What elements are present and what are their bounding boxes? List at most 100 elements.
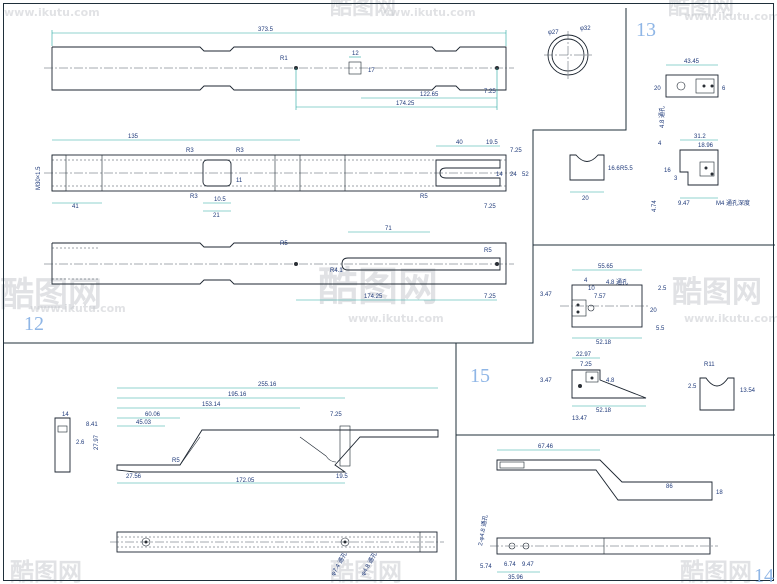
dim-label: 4.8 xyxy=(606,378,615,384)
dim-label: φ32 xyxy=(580,26,591,32)
dim-label: 16.6 xyxy=(608,166,620,172)
dim-label: 21 xyxy=(213,213,220,219)
dim-label: 2.6 xyxy=(76,440,85,446)
dim-label: 18 xyxy=(716,490,723,496)
dim-label: 86 xyxy=(666,484,673,490)
panel-number-15: 15 xyxy=(470,365,490,387)
dim-label: 6 xyxy=(722,86,726,92)
dim-label: 10.5 xyxy=(214,197,226,203)
dim-label: 172.05 xyxy=(236,478,255,484)
panel-borders xyxy=(3,3,775,581)
dim-label: R3 xyxy=(186,148,194,154)
dim-label: 19.5 xyxy=(486,140,498,146)
watermark-url: www.ikutu.com xyxy=(4,6,100,19)
block-13-views: 43.45 20 6 4.8 通孔 31.2 18.96 4 16 3 9.47… xyxy=(652,59,750,212)
dim-label: 4.8 通孔 xyxy=(606,278,628,286)
dim-label: 41 xyxy=(72,204,79,210)
dim-label: 5.74 xyxy=(480,564,492,570)
dim-label: 7.25 xyxy=(484,89,496,95)
dim-label: 18.96 xyxy=(698,143,714,149)
dim-label: 373.5 xyxy=(258,27,274,33)
dim-label: 43.45 xyxy=(684,59,700,65)
dim-label: 55.65 xyxy=(598,264,614,270)
ring-view: φ27 φ32 xyxy=(544,26,592,79)
dim-label: 16 xyxy=(664,168,671,174)
dim-label: 9.47 xyxy=(522,562,534,568)
dim-label: 5.5 xyxy=(656,326,665,332)
dim-label: R5 xyxy=(280,241,288,247)
watermark-url: www.ikutu.com xyxy=(30,302,126,315)
watermark-brand: 酷图网 xyxy=(668,0,734,20)
bottom-tube-view: 71 R5 R5 R4.1 174.25 7.25 xyxy=(44,226,514,301)
watermark-url: www.ikutu.com xyxy=(380,6,476,19)
dim-label: R3 xyxy=(190,194,198,200)
watermark-brand: 酷图网 xyxy=(10,558,82,584)
panel-number-13: 13 xyxy=(636,19,656,41)
dim-label: R5 xyxy=(420,194,428,200)
dim-label: 3 xyxy=(674,176,678,182)
panel-number-14: 14 xyxy=(754,565,774,584)
dim-label: 6.74 xyxy=(504,562,516,568)
part-15a-views: 55.65 4 10 7.57 3.47 4.8 通孔 52.18 20 2.5… xyxy=(540,264,667,346)
watermark-url: www.ikutu.com xyxy=(684,312,777,325)
dim-label: 135 xyxy=(128,134,139,140)
watermark-brand: 酷图网 xyxy=(672,275,762,310)
dim-label: R5 xyxy=(484,248,492,254)
dim-label: 2.5 xyxy=(658,286,667,292)
dim-label: 67.46 xyxy=(538,444,554,450)
dim-label: 174.25 xyxy=(364,294,383,300)
dim-label: 2-φ4.8 通孔 xyxy=(476,514,489,546)
dim-label: 174.25 xyxy=(396,101,415,107)
dim-label: 4.74 xyxy=(652,200,658,212)
dim-label: 27.97 xyxy=(94,434,100,450)
dim-label: 20 xyxy=(654,86,661,92)
watermark-brand: 酷图网 xyxy=(680,558,752,584)
side-tube-view: 135 M30×1.5 41 R3 R3 10.5 21 11 40 19.5 … xyxy=(36,134,529,219)
dim-label: 7.57 xyxy=(594,294,606,300)
dim-label: 13.54 xyxy=(740,388,756,394)
arm-views: 255.16 195.16 153.14 60.06 45.03 7.25 14… xyxy=(54,382,439,484)
watermark-url: www.ikutu.com xyxy=(684,10,777,23)
dim-label: 27.56 xyxy=(126,474,142,480)
dim-label: 3.47 xyxy=(540,378,552,384)
dim-label: 3.47 xyxy=(540,292,552,298)
dim-label: 14 xyxy=(62,412,69,418)
dim-label: 14 xyxy=(496,172,503,178)
dim-label: 60.06 xyxy=(145,412,161,418)
dim-label: 4.8 通孔 xyxy=(658,106,666,128)
top-tube-view: 373.5 12 17 174.25 122.65 7.25 R1 xyxy=(44,27,514,110)
dim-label: 52 xyxy=(522,172,529,178)
dim-label: 11 xyxy=(236,178,243,184)
dim-label: 195.16 xyxy=(228,392,247,398)
dim-label: 52.18 xyxy=(596,408,612,414)
dim-label: 40 xyxy=(456,140,463,146)
dim-label: 7.25 xyxy=(580,362,592,368)
dim-label: 9.47 xyxy=(678,201,690,207)
dim-label: 153.14 xyxy=(202,402,221,408)
saddle-view: 20 16.6 R5.5 xyxy=(569,154,633,202)
dim-label: 8.41 xyxy=(86,422,98,428)
part-15b-views: 22.97 7.25 4.8 3.47 52.18 13.47 R11 2.5 … xyxy=(540,352,756,422)
dim-label: 19.5 xyxy=(336,474,348,480)
dim-label: φ27 xyxy=(548,30,559,36)
dim-label: 71 xyxy=(385,226,392,232)
dim-label: 2.5 xyxy=(688,384,697,390)
dim-label: 255.16 xyxy=(258,382,277,388)
dim-label: 4 xyxy=(658,141,662,147)
dim-label: R11 xyxy=(704,362,715,368)
dim-label: 20 xyxy=(650,308,657,314)
watermark-brand: 酷图网 xyxy=(0,275,102,315)
dim-label: 45.03 xyxy=(136,420,152,426)
watermark-brand: 酷图网 xyxy=(330,0,396,20)
watermark-url: www.ikutu.com xyxy=(348,312,444,325)
dim-label: R1 xyxy=(280,56,288,62)
dim-label: 17 xyxy=(368,68,375,74)
panel-number-12: 12 xyxy=(24,313,44,335)
dim-label: 35.96 xyxy=(508,575,524,581)
watermark-brand: 酷图网 xyxy=(318,264,438,310)
dim-label: 122.65 xyxy=(420,92,439,98)
dim-label: 31.2 xyxy=(694,134,706,140)
dim-label: 13.47 xyxy=(572,416,588,422)
